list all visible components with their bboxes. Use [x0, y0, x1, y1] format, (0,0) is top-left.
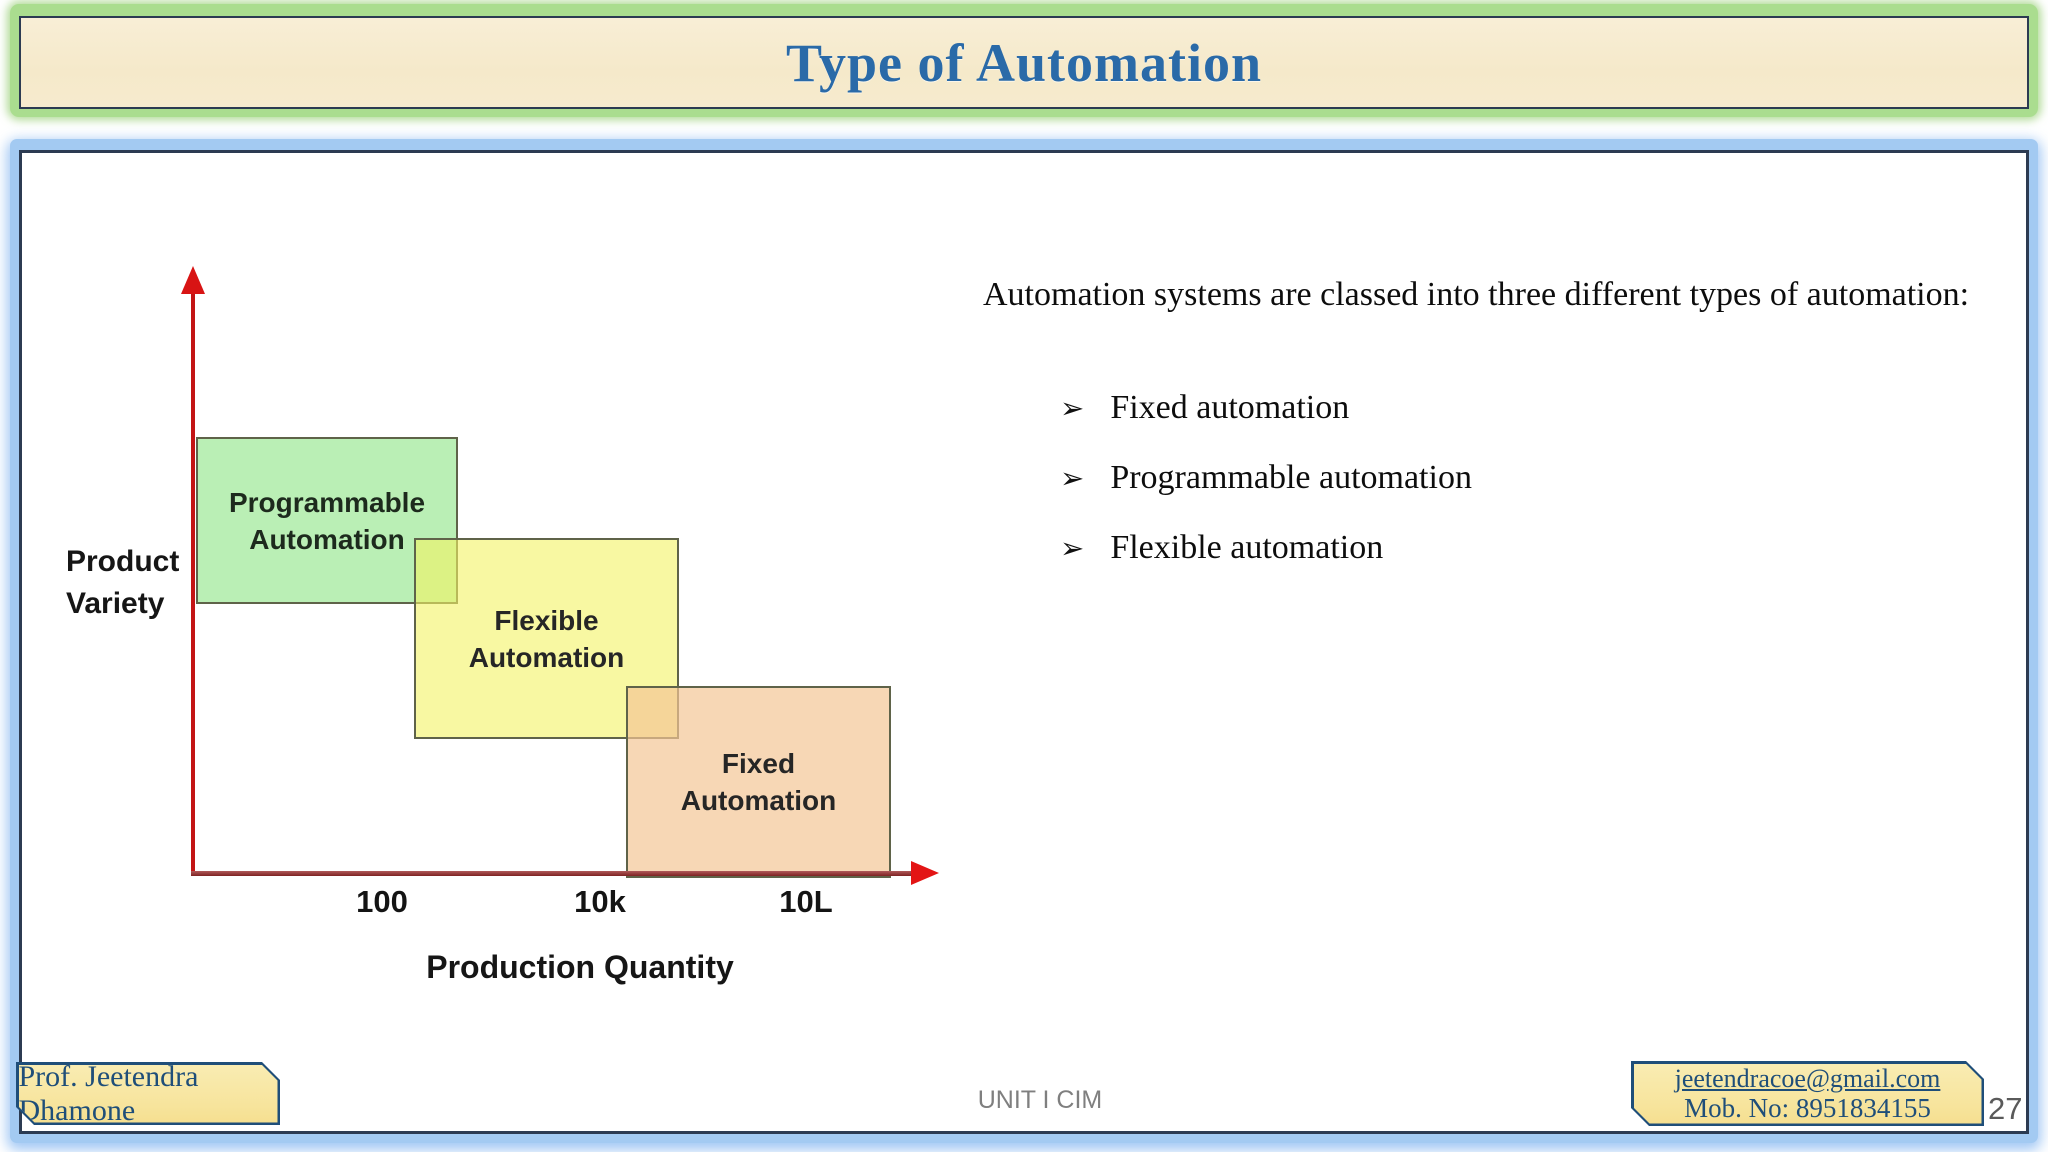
contact-badge: jeetendracoe@gmail.com Mob. No: 89518341…	[1631, 1061, 1984, 1126]
region-label: Automation	[249, 523, 405, 555]
email-link[interactable]: jeetendracoe@gmail.com	[1674, 1064, 1941, 1093]
bullet-item: ➢ Programmable automation	[1060, 459, 1920, 507]
x-axis-line	[191, 871, 915, 876]
x-axis-arrow-icon	[911, 861, 939, 885]
bullet-item: ➢ Flexible automation	[1060, 529, 1920, 577]
author-badge: Prof. Jeetendra Dhamone	[16, 1062, 280, 1125]
arrow-bullet-icon: ➢	[1060, 391, 1085, 425]
region-label: Fixed	[721, 748, 796, 779]
region-fixed-automation: Fixed Automation	[626, 686, 891, 878]
intro-paragraph: Automation systems are classed into thre…	[983, 276, 1970, 313]
header-banner-inner: Type of Automation	[19, 16, 2029, 109]
y-axis-line	[191, 292, 195, 874]
x-tick-10L: 10L	[779, 884, 833, 919]
bullet-list: ➢ Fixed automation ➢ Programmable automa…	[1060, 389, 1920, 599]
content-panel	[10, 139, 2038, 1143]
y-axis-label: Product Variety	[66, 545, 180, 620]
unit-label: UNIT I CIM	[977, 1086, 1103, 1114]
page-number: 27	[1988, 1091, 2023, 1126]
bullet-label: Flexible automation	[1110, 529, 1384, 566]
bullet-label: Programmable automation	[1110, 459, 1472, 496]
region-label: Automation	[468, 641, 625, 673]
region-label: Programmable	[228, 486, 426, 518]
region-label: Flexible	[494, 604, 599, 636]
header-banner: Type of Automation	[10, 4, 2038, 117]
arrow-bullet-icon: ➢	[1060, 461, 1085, 495]
x-tick-100: 100	[356, 884, 408, 919]
bullet-item: ➢ Fixed automation	[1060, 389, 1920, 437]
x-tick-10k: 10k	[574, 884, 626, 919]
arrow-bullet-icon: ➢	[1060, 531, 1085, 565]
author-name: Prof. Jeetendra Dhamone	[18, 1059, 199, 1127]
bullet-label: Fixed automation	[1110, 389, 1350, 426]
x-axis-label: Production Quantity	[426, 949, 734, 985]
content-panel-inner	[19, 150, 2029, 1134]
mobile-number: Mob. No: 8951834155	[1684, 1093, 1931, 1123]
region-label: Automation	[680, 785, 837, 816]
page-title: Type of Automation	[785, 32, 1263, 93]
y-axis-arrow-icon	[181, 266, 205, 294]
